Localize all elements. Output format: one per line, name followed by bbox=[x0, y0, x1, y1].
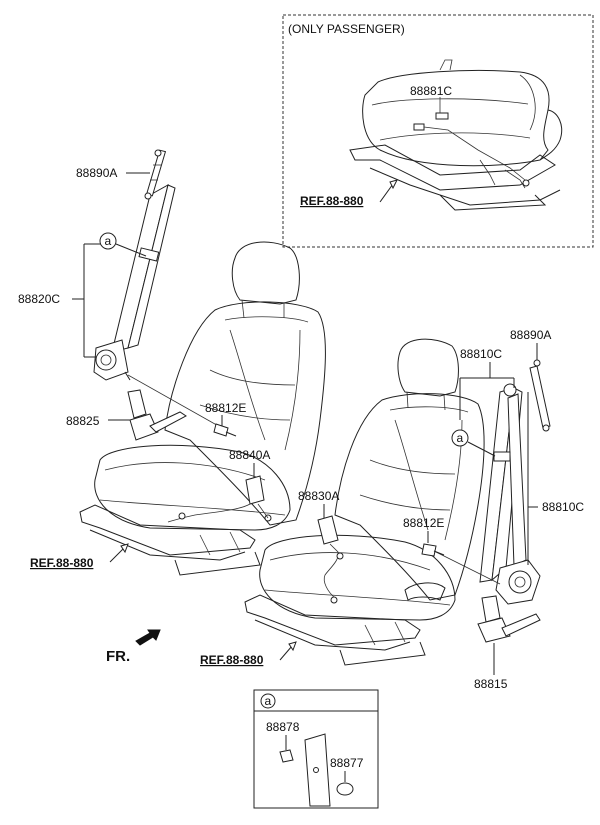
right-belt-webbing bbox=[479, 387, 527, 583]
passenger-inset: (ONLY PASSENGER) 88881C REF.88-880 bbox=[282, 14, 594, 248]
inset-frame bbox=[282, 14, 594, 248]
callout-a-right-text: a bbox=[457, 431, 464, 445]
right-retractor bbox=[495, 559, 541, 605]
left-seat-cushion bbox=[94, 444, 291, 531]
label-88890a-left: 88890A bbox=[76, 166, 117, 180]
leader-a-right bbox=[467, 441, 496, 457]
inset-title: (ONLY PASSENGER) bbox=[288, 22, 405, 36]
right-headrest bbox=[397, 338, 459, 397]
right-88815-buckle bbox=[477, 595, 541, 643]
left-88825-buckle bbox=[127, 389, 187, 441]
left-retractor bbox=[93, 339, 131, 381]
detail-a-callout bbox=[260, 693, 276, 709]
right-88830a-buckle bbox=[317, 515, 344, 604]
callout-a-right bbox=[451, 429, 469, 447]
right-seat-lever bbox=[404, 582, 446, 601]
detail-88878-clip bbox=[279, 749, 294, 763]
right-backrest bbox=[334, 393, 485, 601]
label-88820c: 88820C bbox=[18, 292, 60, 306]
inset-88881c-sensor bbox=[413, 97, 530, 187]
label-88825: 88825 bbox=[66, 414, 100, 428]
left-88840a-buckle bbox=[167, 475, 272, 523]
bracket-88820c bbox=[72, 243, 102, 358]
label-88890a-right: 88890A bbox=[510, 328, 551, 342]
inset-ref-arrow bbox=[389, 179, 398, 190]
inset-ref-label: REF.88-880 bbox=[300, 194, 364, 208]
label-88812e-right: 88812E bbox=[403, 516, 444, 530]
left-ref-arrow bbox=[120, 543, 129, 554]
left-seat-rails bbox=[79, 504, 256, 556]
label-88810c-top: 88810C bbox=[460, 347, 502, 361]
label-88812e-left: 88812E bbox=[205, 401, 246, 415]
right-anchor-line bbox=[431, 549, 501, 585]
label-88878: 88878 bbox=[266, 720, 300, 734]
right-ref-leader bbox=[279, 645, 293, 661]
front-direction: FR. bbox=[106, 629, 161, 665]
left-seat: 88890A 88820C a 88825 88812E 88840A REF.… bbox=[18, 149, 326, 576]
inset-ref-leader bbox=[379, 183, 394, 203]
detail-88877-cap bbox=[336, 782, 354, 796]
right-seat-rails bbox=[244, 594, 421, 646]
right-ref-label: REF.88-880 bbox=[200, 653, 264, 667]
label-88810c-side: 88810C bbox=[542, 500, 584, 514]
left-backrest bbox=[164, 301, 326, 526]
detail-a-box: a 88878 88877 bbox=[253, 689, 379, 809]
left-headrest bbox=[231, 241, 300, 305]
right-88812e-bolt bbox=[421, 543, 445, 557]
right-seat: 88810C 88890A a 88810C 88830A 88812E 888… bbox=[200, 328, 584, 691]
inset-seat-rails bbox=[349, 144, 561, 211]
label-88881c: 88881C bbox=[410, 84, 452, 98]
callout-a-left bbox=[99, 232, 117, 250]
label-88840a: 88840A bbox=[229, 448, 270, 462]
right-88890a-adjuster bbox=[503, 359, 551, 432]
left-88812e-bolt bbox=[213, 423, 237, 437]
leader-a-left bbox=[115, 243, 147, 257]
callout-a-left-text: a bbox=[105, 234, 112, 248]
right-ref-arrow bbox=[288, 641, 297, 652]
left-ref-leader bbox=[109, 547, 125, 563]
label-88830a: 88830A bbox=[298, 489, 339, 503]
bracket-88810c-side bbox=[527, 392, 538, 565]
left-88890a-adjuster bbox=[144, 149, 167, 200]
label-88877: 88877 bbox=[330, 756, 364, 770]
label-88815: 88815 bbox=[474, 677, 508, 691]
fr-arrow-icon bbox=[135, 629, 161, 646]
left-belt-webbing bbox=[111, 184, 176, 353]
inset-seat-cushion bbox=[362, 59, 563, 167]
detail-a-callout-text: a bbox=[265, 694, 272, 708]
bracket-88810c-top bbox=[459, 362, 515, 420]
left-ref-label: REF.88-880 bbox=[30, 556, 94, 570]
fr-label: FR. bbox=[106, 648, 130, 665]
left-anchor-line bbox=[127, 374, 223, 429]
